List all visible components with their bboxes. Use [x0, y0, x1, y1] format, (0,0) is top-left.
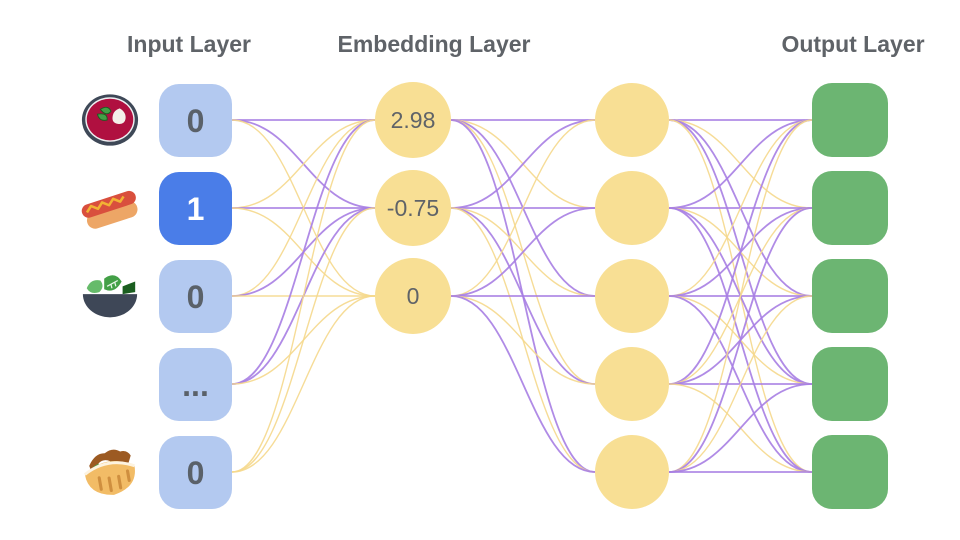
embedding-node: 0: [375, 258, 451, 334]
output-node: [812, 171, 888, 245]
hidden-node: [595, 259, 669, 333]
hidden-node: [595, 83, 669, 157]
soup-icon: [81, 94, 139, 146]
input-node: 0: [159, 260, 232, 333]
input-node: ...: [159, 348, 232, 421]
embedding-node-value: -0.75: [386, 194, 440, 221]
input-node-value: 1: [186, 190, 205, 227]
flatbread-icon: [83, 449, 135, 495]
embedding-node-value: 0: [406, 282, 420, 309]
input-layer-title: Input Layer: [127, 31, 251, 57]
hidden-node: [595, 347, 669, 421]
input-node-value: 0: [186, 102, 205, 139]
embedding-node: -0.75: [375, 170, 451, 246]
embedding-node-value: 2.98: [390, 106, 436, 133]
input-node-value: 0: [186, 278, 205, 315]
output-node: [812, 83, 888, 157]
output-layer-title: Output Layer: [781, 31, 925, 57]
hotdog-icon: [81, 190, 138, 229]
input-node: 1: [159, 172, 232, 245]
input-node-value: ...: [182, 366, 209, 403]
hidden-node: [595, 435, 669, 509]
output-node: [812, 435, 888, 509]
salad-icon: [82, 275, 138, 318]
output-node: [812, 259, 888, 333]
input-node: 0: [159, 84, 232, 157]
hidden-node: [595, 171, 669, 245]
input-node: 0: [159, 436, 232, 509]
output-node: [812, 347, 888, 421]
embedding-layer-title: Embedding Layer: [337, 31, 531, 57]
embedding-node: 2.98: [375, 82, 451, 158]
input-node-value: 0: [186, 454, 205, 491]
